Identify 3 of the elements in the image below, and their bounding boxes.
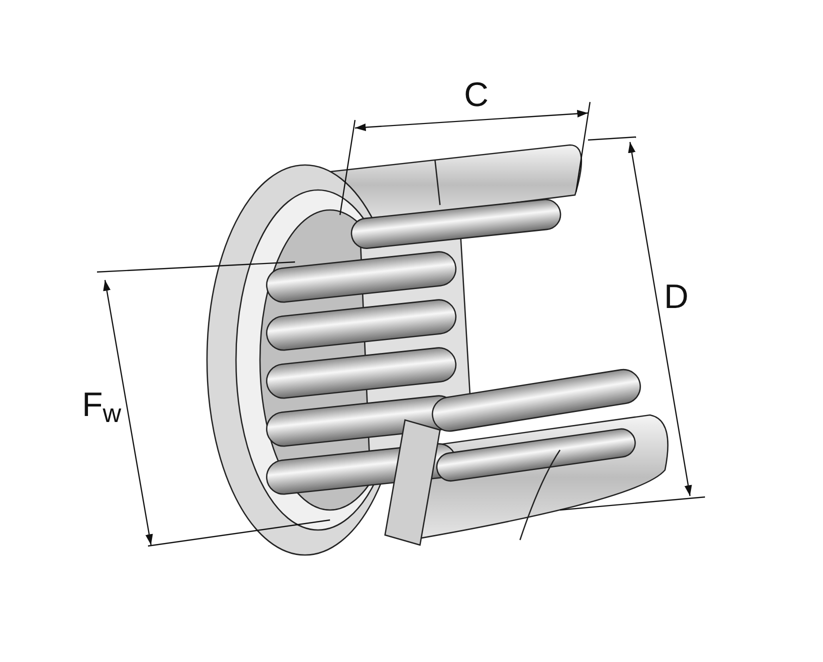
dimension-label: D xyxy=(664,280,689,314)
dimension-label: C xyxy=(464,78,489,112)
dimension-label: F$_{w}$ xyxy=(82,388,122,422)
